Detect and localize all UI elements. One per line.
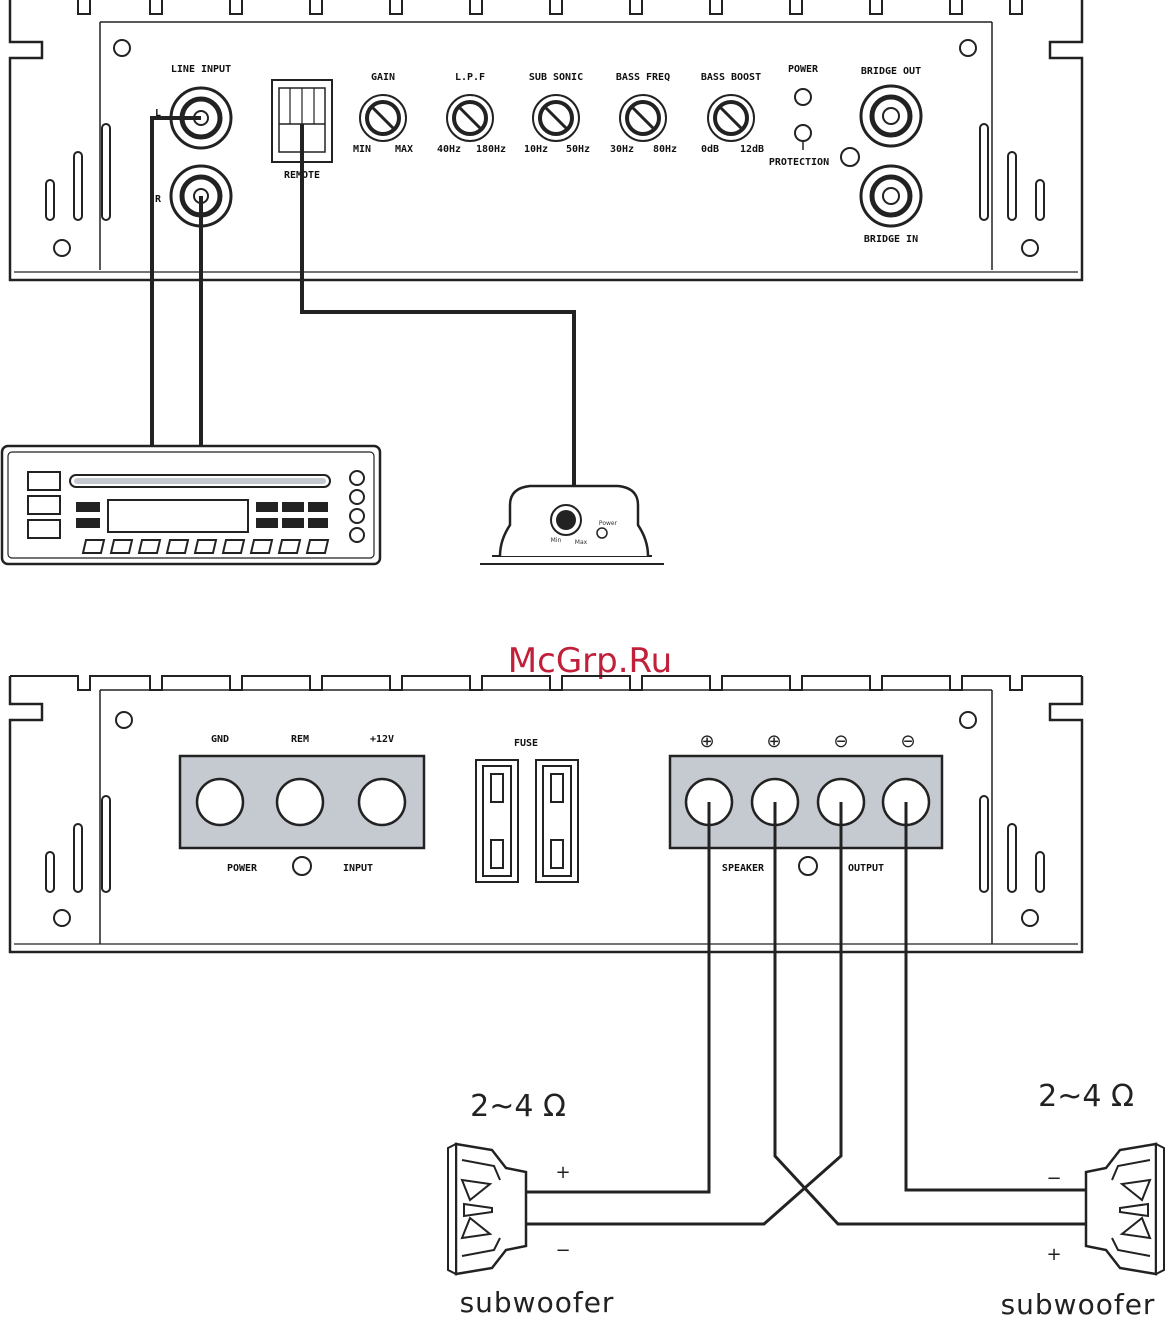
rem-label: REM xyxy=(291,734,309,745)
knob-bass-boost-label: BASS BOOST xyxy=(701,72,761,83)
remote-min-label: Min xyxy=(551,537,562,544)
knob-lpf-min: 40Hz xyxy=(437,144,461,155)
knob-bass-boost-min: 0dB xyxy=(701,144,719,155)
rem-terminal[interactable] xyxy=(277,779,323,825)
protection-led-label: PROTECTION xyxy=(769,157,829,168)
power-led xyxy=(795,89,811,105)
subwoofer-left-impedance: 2~4 Ω xyxy=(470,1089,566,1124)
plus12v-label: +12V xyxy=(370,734,394,745)
knob-sub-sonic-min: 10Hz xyxy=(524,144,548,155)
subwoofer-right-label: subwoofer xyxy=(1001,1288,1156,1319)
channel-r-label: R xyxy=(155,194,162,205)
knob-bass-boost[interactable]: BASS BOOST 0dB 12dB xyxy=(701,72,764,155)
subwoofer-left-bottom-sign: − xyxy=(555,1240,570,1261)
terminal-sign-4: ⊖ xyxy=(900,731,915,752)
line-input-label: LINE INPUT xyxy=(171,64,231,75)
knob-sub-sonic-max: 50Hz xyxy=(566,144,590,155)
top-amplifier: LINE INPUT L R REMOTE GAIN xyxy=(10,0,1082,280)
knob-lpf-max: 180Hz xyxy=(476,144,506,155)
remote-cable xyxy=(302,124,574,486)
output-label: OUTPUT xyxy=(848,863,884,874)
subwoofer-left: 2~4 Ω + − subwoofer xyxy=(448,1089,614,1319)
remote-power-label: Power xyxy=(599,520,618,527)
knob-sub-sonic-label: SUB SONIC xyxy=(529,72,583,83)
gnd-label: GND xyxy=(211,734,229,745)
mount-hole xyxy=(841,148,859,166)
knob-gain-label: GAIN xyxy=(371,72,395,83)
subwoofer-left-top-sign: + xyxy=(555,1162,570,1183)
terminal-sign-1: ⊕ xyxy=(699,731,714,752)
terminal-sign-3: ⊖ xyxy=(833,731,848,752)
subwoofer-right-top-sign: − xyxy=(1046,1168,1061,1189)
speaker-wires xyxy=(526,802,1086,1224)
gnd-terminal[interactable] xyxy=(197,779,243,825)
remote-max-label: Max xyxy=(575,539,588,546)
subwoofer-right-bottom-sign: + xyxy=(1046,1244,1061,1265)
subwoofer-right-impedance: 2~4 Ω xyxy=(1038,1079,1134,1114)
power-led-label: POWER xyxy=(788,64,819,75)
fuse-right[interactable] xyxy=(536,760,578,882)
power-input-label-left: POWER xyxy=(227,863,258,874)
power-input-label-right: INPUT xyxy=(343,863,373,874)
plus12v-terminal[interactable] xyxy=(359,779,405,825)
knob-bass-freq-min: 30Hz xyxy=(610,144,634,155)
terminal-sign-2: ⊕ xyxy=(766,731,781,752)
bottom-amplifier: GND REM +12V POWER INPUT FUSE ⊕ ⊕ ⊖ ⊖ xyxy=(10,676,1082,952)
knob-lpf[interactable]: L.P.F 40Hz 180Hz xyxy=(437,72,506,155)
head-unit xyxy=(2,446,380,564)
knob-sub-sonic[interactable]: SUB SONIC 10Hz 50Hz xyxy=(524,72,590,155)
knob-gain-min: MIN xyxy=(353,144,371,155)
protection-led xyxy=(795,125,811,141)
bridge-out-jack[interactable] xyxy=(861,86,921,146)
knob-bass-freq-label: BASS FREQ xyxy=(616,72,670,83)
fuse-label: FUSE xyxy=(514,738,538,749)
remote-bass-control: Min Max Power xyxy=(480,486,664,564)
fuse-left[interactable] xyxy=(476,760,518,882)
knob-lpf-label: L.P.F xyxy=(455,72,485,83)
subwoofer-left-label: subwoofer xyxy=(460,1286,615,1319)
knob-gain[interactable]: GAIN MIN MAX xyxy=(353,72,413,155)
bridge-out-label: BRIDGE OUT xyxy=(861,66,921,77)
knob-bass-boost-max: 12dB xyxy=(740,144,764,155)
knob-bass-freq-max: 80Hz xyxy=(653,144,677,155)
bridge-in-label: BRIDGE IN xyxy=(864,234,918,245)
speaker-label: SPEAKER xyxy=(722,863,765,874)
subwoofer-right: 2~4 Ω − + subwoofer xyxy=(1001,1079,1164,1319)
bridge-in-jack[interactable] xyxy=(861,166,921,226)
knob-bass-freq[interactable]: BASS FREQ 30Hz 80Hz xyxy=(610,72,677,155)
knob-gain-max: MAX xyxy=(395,144,413,155)
